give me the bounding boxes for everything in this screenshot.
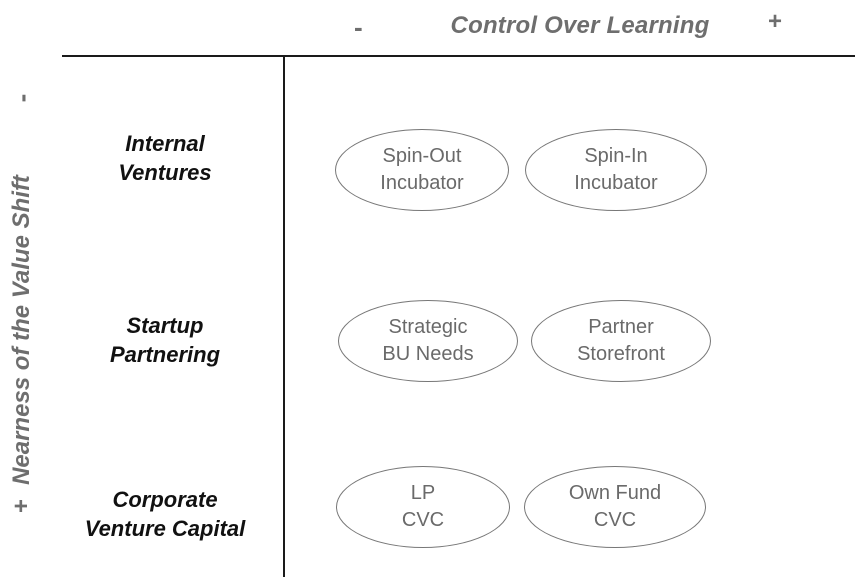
node-line: Partner (588, 316, 654, 338)
node-line: CVC (593, 509, 637, 531)
node-line: BU Needs (382, 343, 474, 365)
node-strategic-bu-needs: Strategic BU Needs (338, 300, 518, 382)
column-axis-label: Control Over Learning (450, 12, 710, 39)
row-label-line: Corporate (112, 487, 218, 512)
row-label-startup-partnering: Startup Partnering (50, 311, 280, 369)
row-axis-label: Nearness of the Value Shift (8, 175, 35, 485)
node-line: Incubator (380, 172, 464, 194)
node-line: Strategic (388, 316, 468, 338)
row-label-line: Ventures (118, 160, 212, 185)
row-label-line: Partnering (109, 342, 221, 367)
row-label-corporate-venture-capital: Corporate Venture Capital (50, 485, 280, 543)
horizontal-axis-line (62, 55, 855, 57)
row-label-line: Internal (125, 131, 205, 156)
node-spin-out-incubator: Spin-Out Incubator (335, 129, 509, 211)
column-axis-low-marker: - (354, 12, 363, 42)
node-lp-cvc: LP CVC (336, 466, 510, 548)
node-line: Storefront (577, 343, 665, 365)
column-axis-high-marker: + (768, 8, 783, 35)
row-label-line: Venture Capital (84, 516, 246, 541)
node-line: Own Fund (568, 482, 662, 504)
row-label-internal-ventures: Internal Ventures (50, 129, 280, 187)
row-axis-high-marker: + (8, 498, 35, 514)
row-label-line: Startup (126, 313, 204, 338)
node-spin-in-incubator: Spin-In Incubator (525, 129, 707, 211)
node-own-fund-cvc: Own Fund CVC (524, 466, 706, 548)
node-partner-storefront: Partner Storefront (531, 300, 711, 382)
node-line: LP (410, 482, 436, 504)
node-line: Spin-Out (382, 145, 462, 167)
node-line: Spin-In (584, 145, 648, 167)
node-line: Incubator (574, 172, 658, 194)
vertical-axis-line (283, 57, 285, 577)
row-axis-low-marker: - (6, 93, 37, 103)
node-line: CVC (401, 509, 445, 531)
